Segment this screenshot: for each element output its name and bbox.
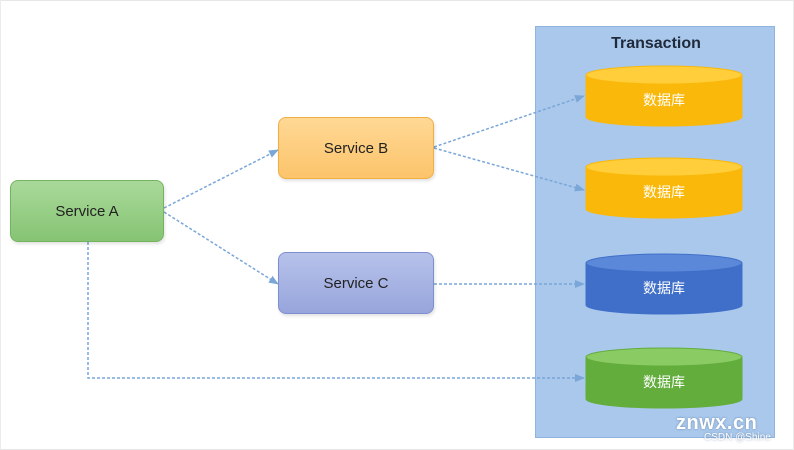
database-cylinder-icon	[585, 253, 743, 315]
service-c-label: Service C	[323, 274, 389, 292]
database-cylinder-icon	[585, 347, 743, 409]
database-cylinder-icon	[585, 65, 743, 127]
database-1[interactable]: 数据库	[585, 65, 743, 127]
database-top	[585, 65, 743, 85]
left-border	[0, 0, 1, 450]
database-body	[585, 356, 743, 409]
service-c-node[interactable]: Service C	[278, 252, 434, 314]
database-3-label: 数据库	[643, 281, 685, 297]
database-body	[585, 74, 743, 127]
service-a-node[interactable]: Service A	[10, 180, 164, 242]
database-top	[585, 157, 743, 177]
transaction-title: Transaction	[611, 35, 701, 52]
database-2[interactable]: 数据库	[585, 157, 743, 219]
database-cylinder-icon	[585, 157, 743, 219]
database-body	[585, 262, 743, 315]
service-b-label: Service B	[323, 139, 389, 157]
database-1-label: 数据库	[643, 93, 685, 109]
database-3[interactable]: 数据库	[585, 253, 743, 315]
watermark-author: CSDN @Shine	[704, 432, 771, 443]
arrow-a-to-b	[163, 149, 279, 209]
watermark-site: znwx.cn	[676, 412, 758, 434]
service-a-label: Service A	[55, 202, 119, 220]
arrow-a-to-c	[163, 211, 279, 285]
database-top	[585, 253, 743, 273]
database-top	[585, 347, 743, 367]
database-body	[585, 166, 743, 219]
top-border	[0, 0, 794, 1]
database-4-label: 数据库	[643, 375, 685, 391]
database-4[interactable]: 数据库	[585, 347, 743, 409]
service-b-node[interactable]: Service B	[278, 117, 434, 179]
database-2-label: 数据库	[643, 185, 685, 201]
